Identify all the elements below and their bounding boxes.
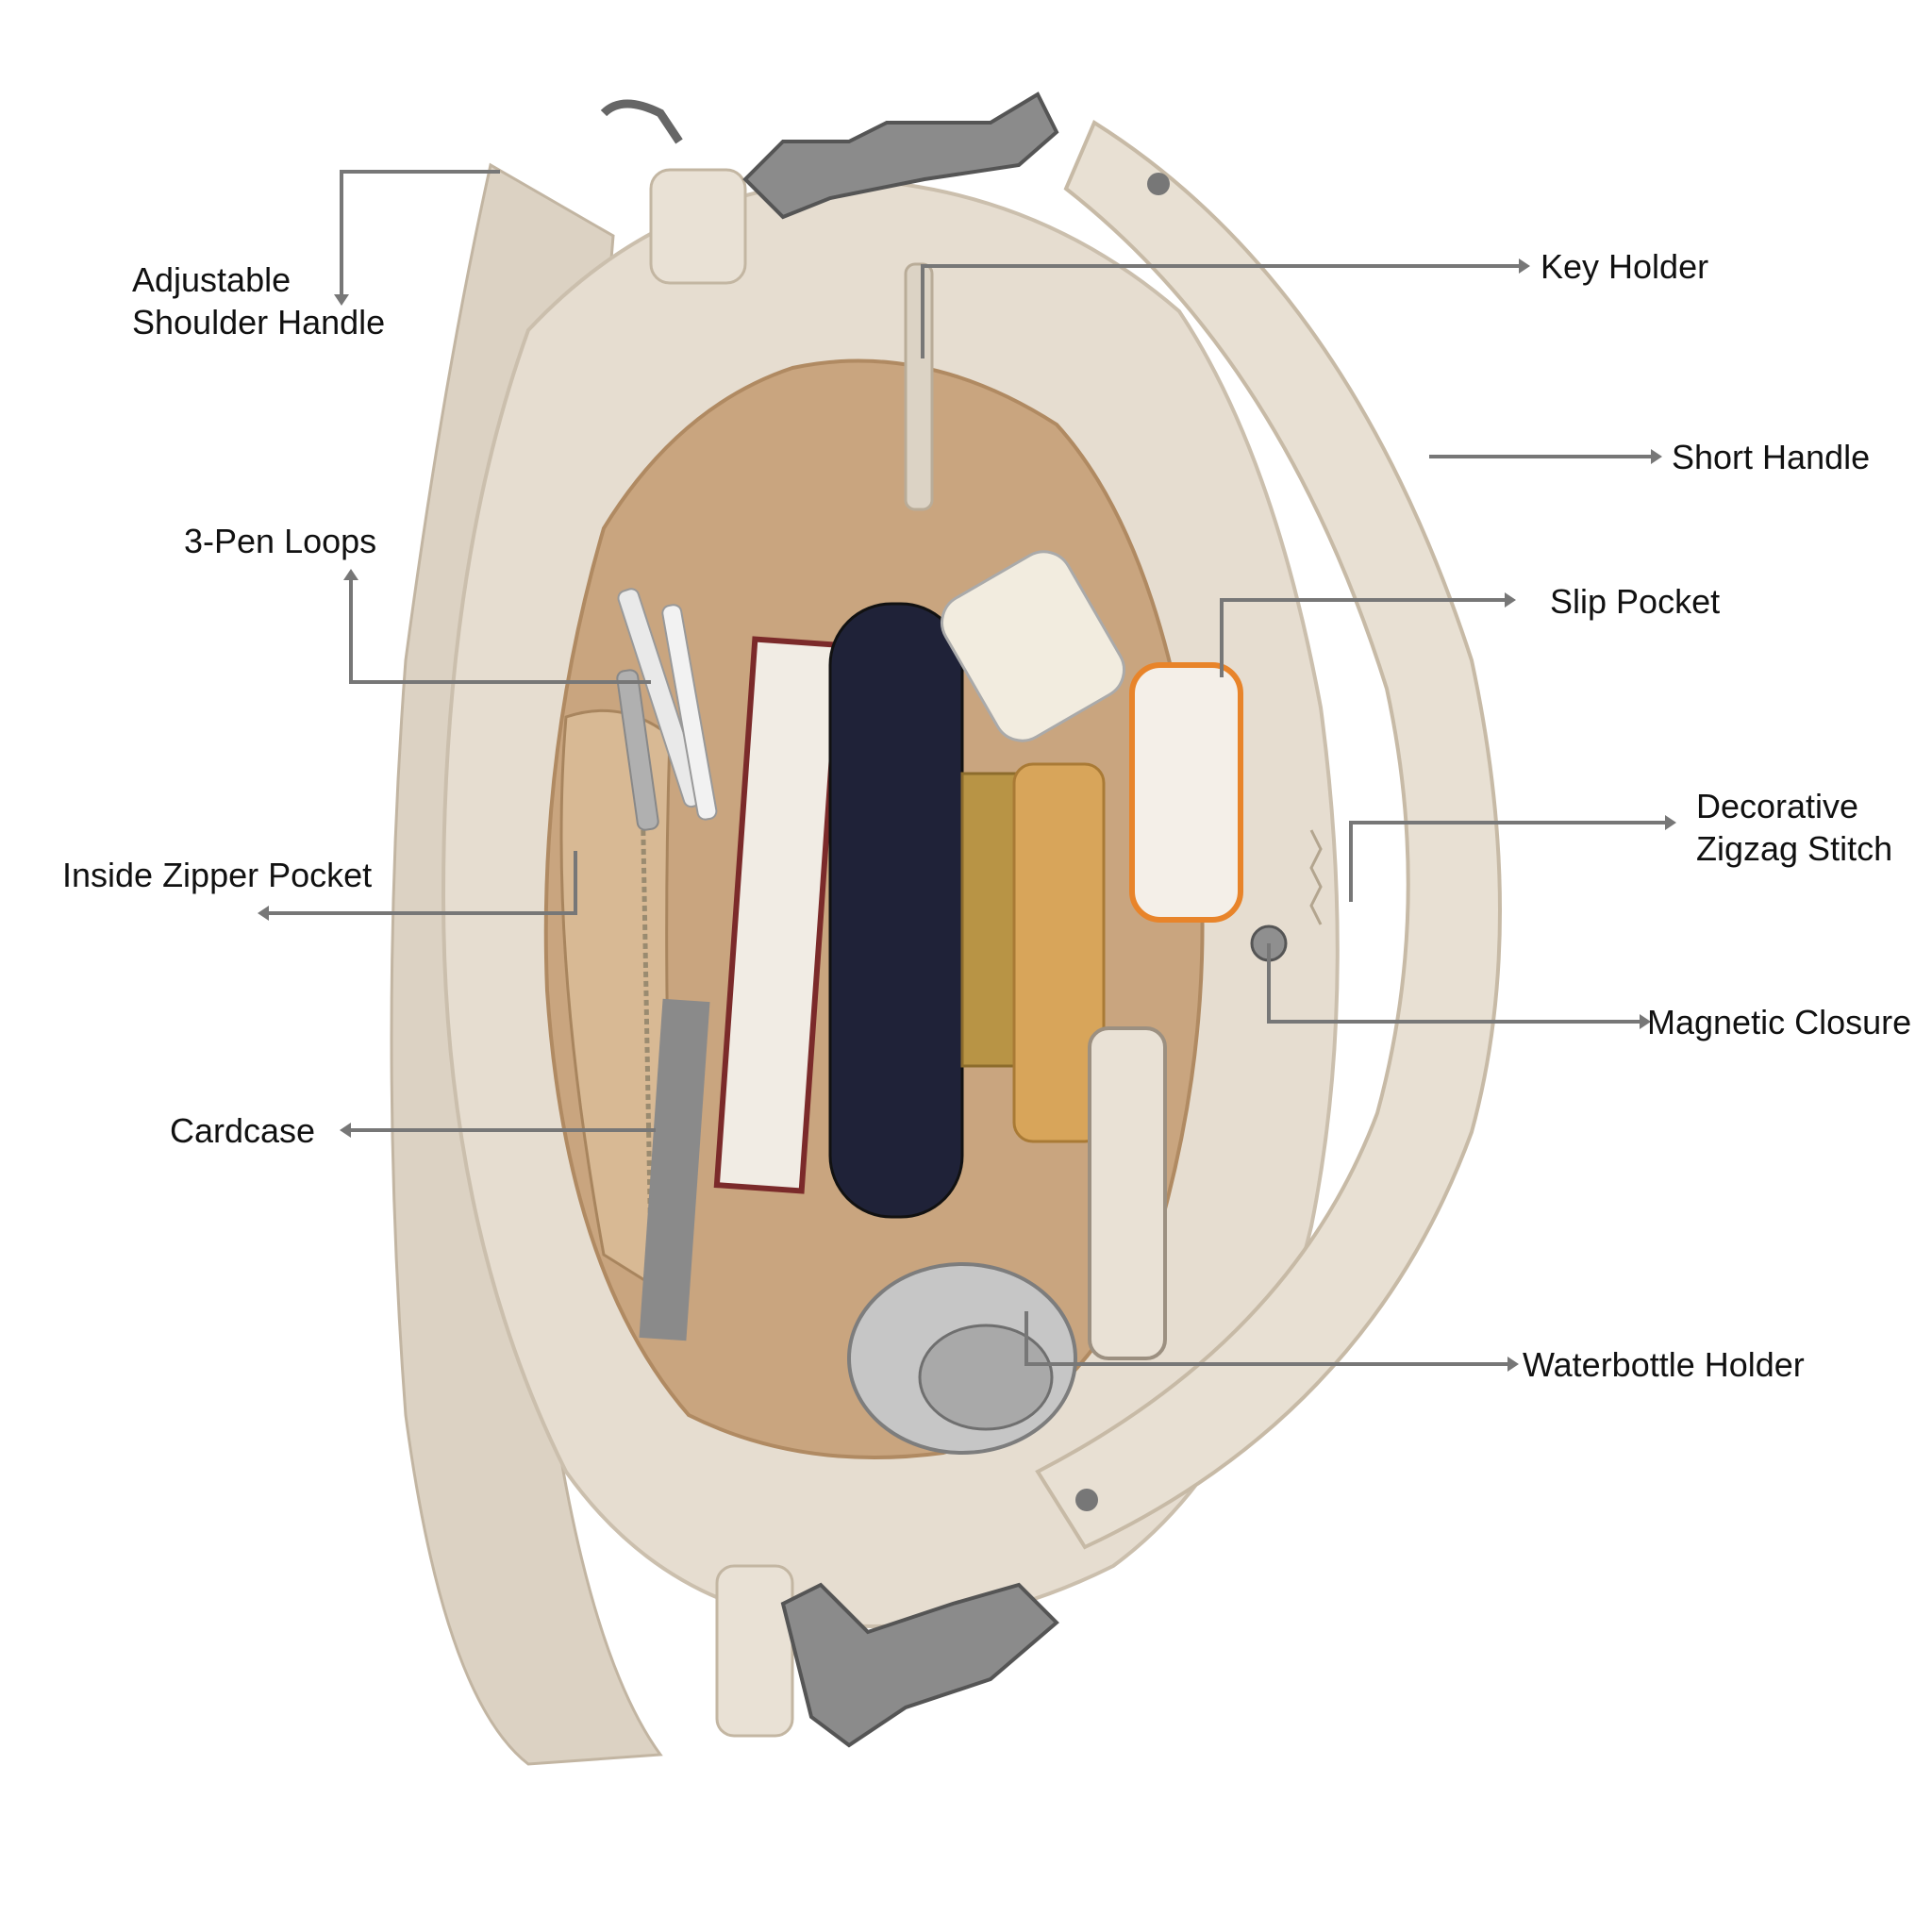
leader-line-adjustable-shoulder-handle [340, 170, 500, 294]
leader-arrow [1651, 449, 1662, 464]
top-strap-loop [649, 168, 747, 285]
label-waterbottle-holder: Waterbottle Holder [1523, 1345, 1805, 1384]
leader-line-waterbottle-holder [1024, 1311, 1507, 1366]
lipstick-shape [1012, 762, 1106, 1143]
pen-shape [616, 669, 659, 831]
label-inside-zipper-pocket: Inside Zipper Pocket [62, 856, 373, 894]
label-magnetic-closure: Magnetic Closure [1647, 1003, 1912, 1041]
leader-arrow [340, 1123, 351, 1138]
cardcase-shape [639, 998, 710, 1341]
bottom-strap-loop [715, 1564, 794, 1738]
label-decorative-zigzag-stitch-line2: Zigzag Stitch [1696, 829, 1893, 868]
leader-arrow [1505, 592, 1516, 608]
leader-line-pen-loops [349, 580, 651, 684]
label-slip-pocket: Slip Pocket [1550, 582, 1721, 621]
leader-line-key-holder [921, 264, 1519, 358]
label-decorative-zigzag-stitch: Decorative Zigzag Stitch [1696, 785, 1892, 870]
key-holder-strap [904, 262, 934, 511]
key-fob-shape [941, 550, 1125, 742]
leader-arrow [1665, 815, 1676, 830]
label-adjustable-shoulder-handle-line2: Shoulder Handle [132, 303, 386, 341]
leader-arrow [258, 906, 269, 921]
label-short-handle: Short Handle [1672, 438, 1871, 476]
top-clasp-hardware [742, 92, 1059, 220]
handle-rivet [1147, 173, 1170, 195]
leader-line-slip-pocket [1220, 598, 1505, 677]
water-bottle-cap-shape [918, 1324, 1054, 1431]
leader-line-decorative-zigzag-stitch [1349, 821, 1665, 902]
phone-shape [1088, 1026, 1167, 1360]
leader-arrow [1507, 1357, 1519, 1372]
bottom-clasp-hardware [780, 1582, 1059, 1748]
label-cardcase: Cardcase [170, 1111, 316, 1150]
leader-arrow [1640, 1014, 1651, 1029]
pen-shape [661, 604, 718, 821]
label-adjustable-shoulder-handle: Adjustable Shoulder Handle [132, 258, 385, 343]
short-handle [1035, 120, 1502, 1550]
leader-line-inside-zipper-pocket [269, 851, 577, 915]
label-key-holder: Key Holder [1541, 247, 1709, 286]
handle-rivet [1075, 1489, 1098, 1511]
notebook-shape [713, 636, 843, 1194]
leader-arrow [343, 569, 358, 580]
zigzag-stitch [1309, 829, 1323, 925]
leader-arrow [1519, 258, 1530, 274]
label-adjustable-shoulder-handle-line1: Adjustable [132, 260, 291, 299]
leader-line-magnetic-closure [1267, 943, 1640, 1024]
tissue-pack-shape [1129, 662, 1243, 923]
label-pen-loops: 3-Pen Loops [184, 522, 377, 560]
leader-arrow [334, 294, 349, 306]
top-strap-ring [600, 99, 683, 144]
label-decorative-zigzag-stitch-line1: Decorative [1696, 787, 1859, 825]
